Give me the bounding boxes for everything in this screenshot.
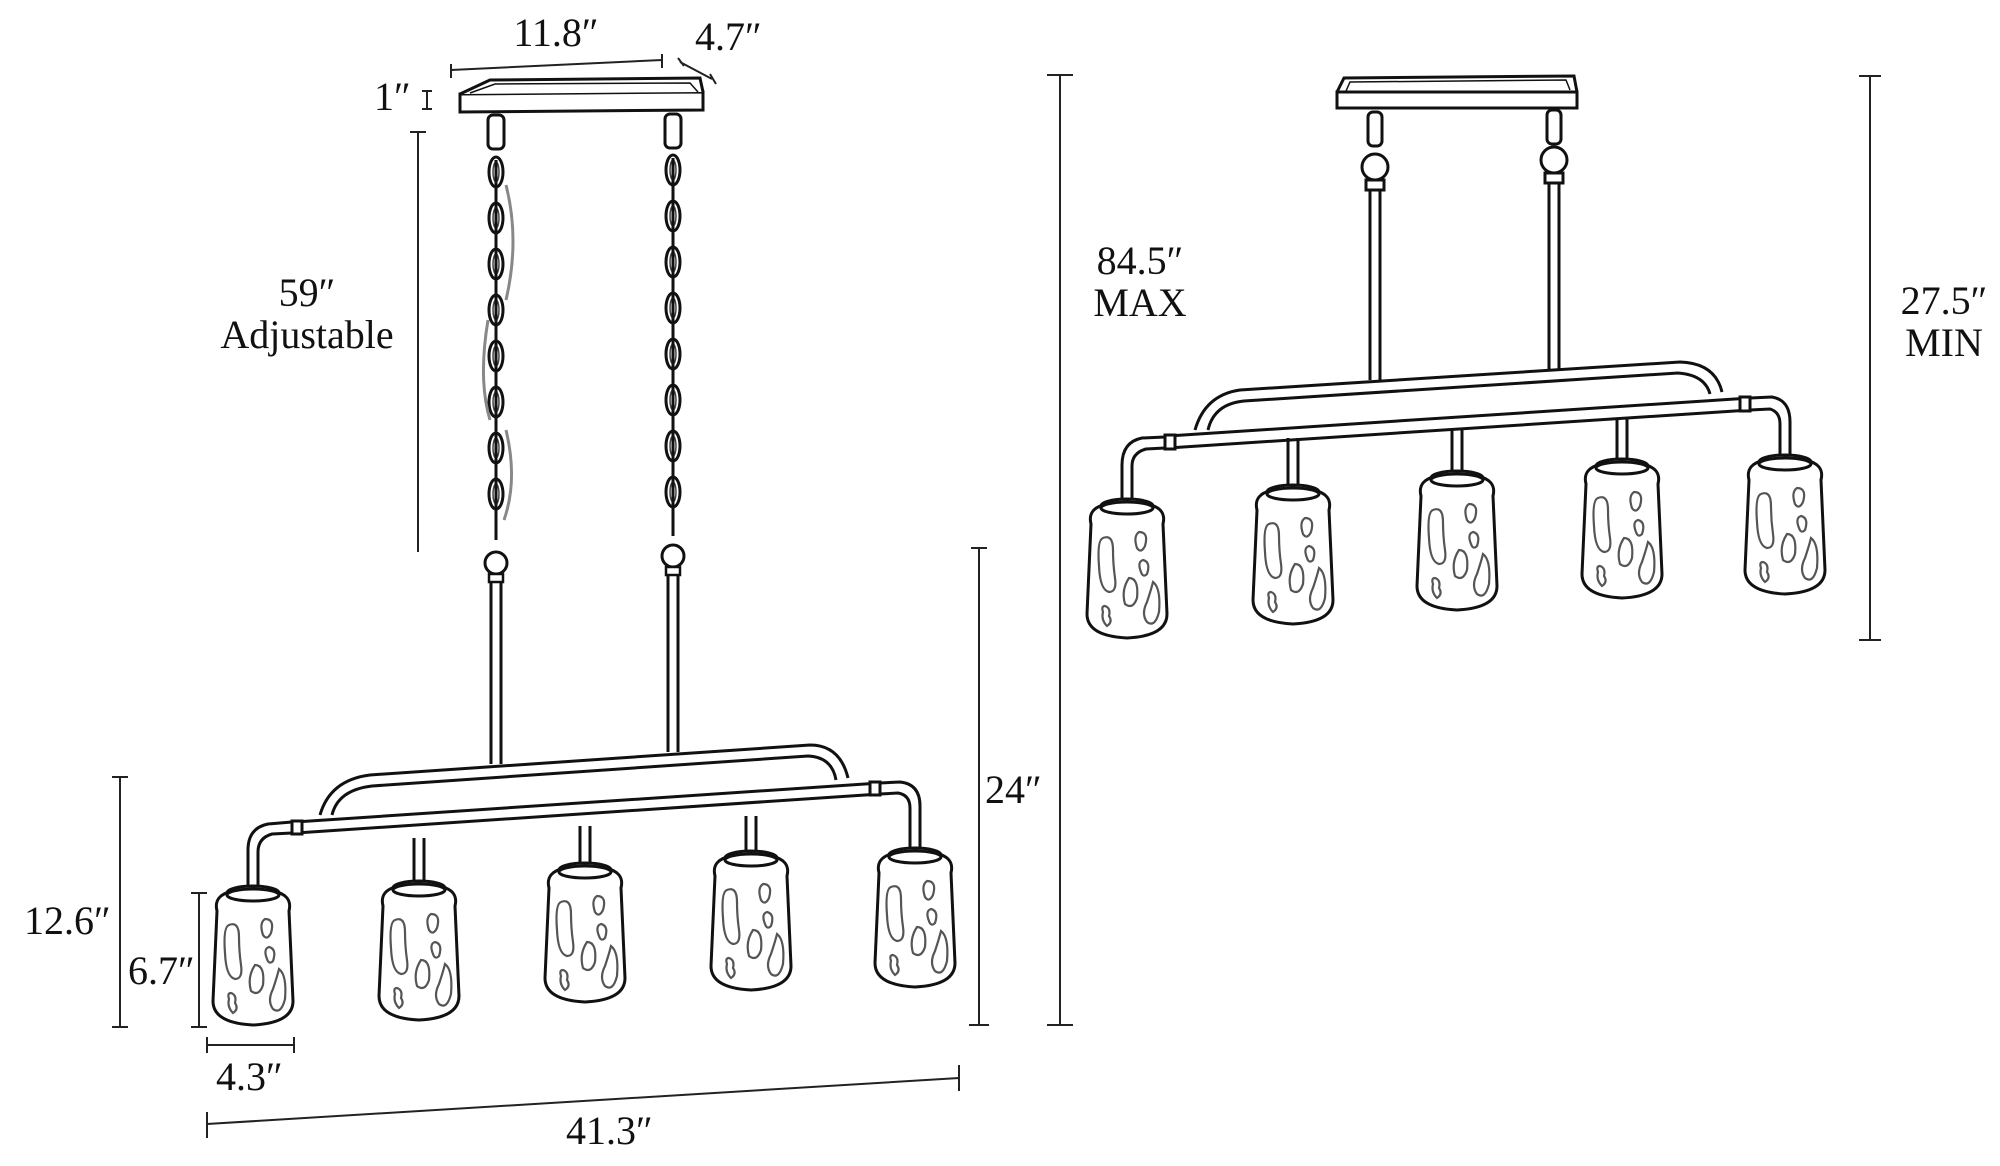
min-height-value: 27.5″: [1900, 278, 1988, 323]
chain-length-note: Adjustable: [220, 312, 394, 357]
min-height-note: MIN: [1905, 320, 1983, 365]
drop-rods: [489, 575, 680, 764]
fixture-min-rod: [1085, 74, 1827, 640]
max-height-note: MAX: [1093, 280, 1187, 325]
shade-height-label: 6.7″: [128, 948, 195, 993]
max-height-label: 84.5″ MAX: [1093, 240, 1186, 324]
max-height-value: 84.5″: [1096, 238, 1184, 283]
canopy-length-label: 11.8″: [513, 10, 599, 55]
lower-bar: [246, 780, 922, 890]
upper-bar: [318, 743, 850, 816]
shade-drop-label: 12.6″: [24, 898, 111, 943]
canopy: [1335, 74, 1579, 110]
shade-diameter-label: 4.3″: [216, 1054, 283, 1099]
rod-hangers: [1360, 108, 1569, 380]
dimension-lines: [112, 54, 1881, 1138]
canopy: [458, 76, 705, 114]
shades: [211, 846, 957, 1027]
canopy-height-label: 1″: [374, 74, 411, 119]
shades: [1085, 453, 1827, 640]
chain-left: [481, 113, 515, 584]
overall-length-label: 41.3″: [566, 1108, 653, 1153]
canopy-width-label: 4.7″: [695, 14, 762, 59]
upper-bar: [1193, 360, 1724, 431]
lower-bar: [1120, 395, 1792, 505]
fixture-height-label: 24″: [985, 767, 1042, 812]
chain-right: [660, 112, 686, 577]
chain-length-value: 59″: [278, 270, 336, 315]
min-height-label: 27.5″ MIN: [1901, 280, 1988, 364]
fixture-max-chain: [211, 76, 957, 1027]
chain-length-label: 59″ Adjustable: [220, 272, 393, 356]
